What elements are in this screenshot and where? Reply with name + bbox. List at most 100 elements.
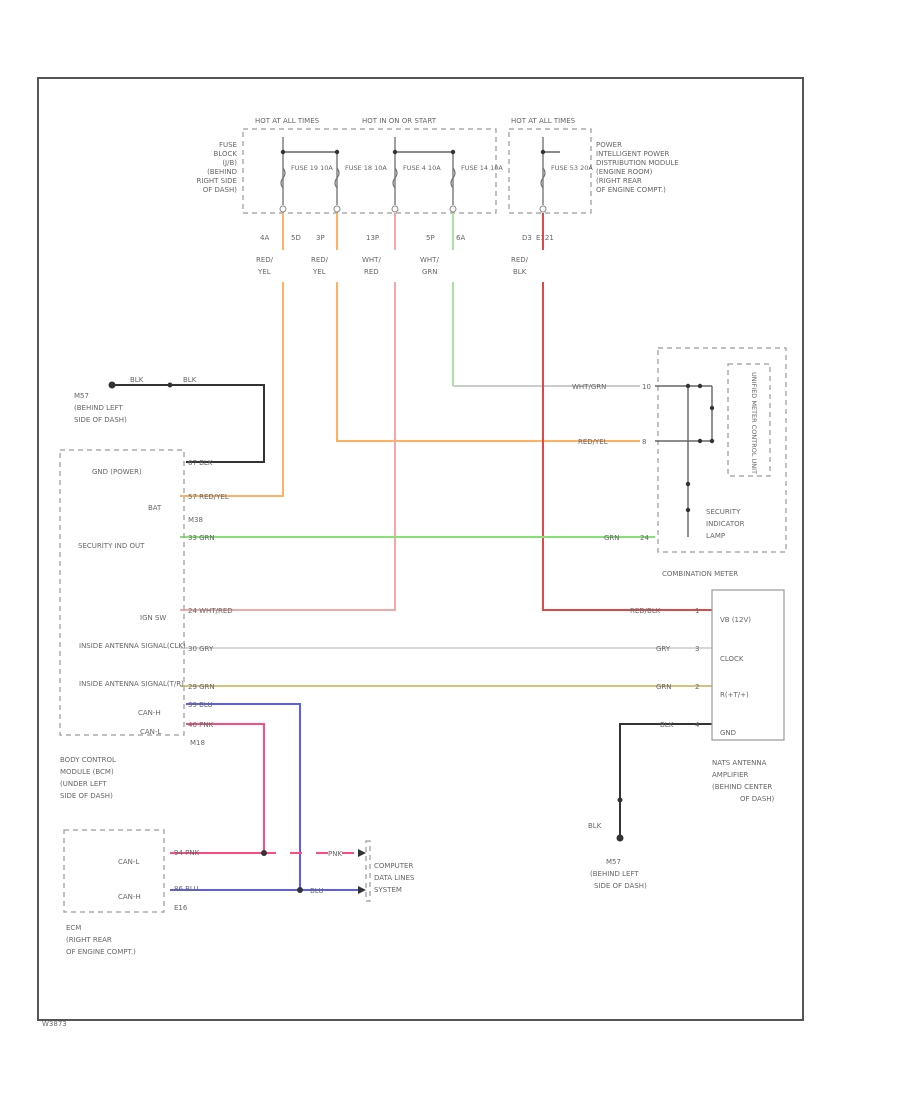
svg-text:1: 1: [695, 607, 699, 615]
ipdm-label: POWER INTELLIGENT POWER DISTRIBUTION MOD…: [596, 141, 679, 194]
meter-internal: [655, 383, 715, 537]
svg-text:GND (POWER): GND (POWER): [92, 468, 142, 476]
svg-text:INDICATOR: INDICATOR: [706, 520, 745, 528]
svg-text:(RIGHT REAR: (RIGHT REAR: [66, 936, 112, 944]
fuse-connector-refs: 4A 5D 3P 13P 5P 6A D3 E121: [260, 234, 554, 242]
svg-text:5P: 5P: [426, 234, 435, 242]
svg-text:R(+T/+): R(+T/+): [720, 691, 749, 699]
svg-text:DATA LINES: DATA LINES: [374, 874, 415, 882]
svg-text:(BEHIND: (BEHIND: [207, 168, 237, 176]
svg-text:VB (12V): VB (12V): [720, 616, 751, 624]
svg-text:FUSE 4 10A: FUSE 4 10A: [403, 164, 441, 172]
svg-text:GRN: GRN: [604, 534, 620, 542]
bcm-label: BODY CONTROL MODULE (BCM) (UNDER LEFT SI…: [60, 756, 116, 800]
svg-text:INTELLIGENT POWER: INTELLIGENT POWER: [596, 150, 670, 158]
ground-bottom-wire-label: BLK: [588, 822, 602, 830]
footer-code: W3873: [42, 1020, 67, 1028]
svg-text:RED/: RED/: [256, 256, 274, 264]
fuse-block-label: FUSE BLOCK (J/B) (BEHIND RIGHT SIDE OF D…: [197, 141, 238, 194]
svg-text:RED: RED: [364, 268, 379, 276]
svg-text:DISTRIBUTION MODULE: DISTRIBUTION MODULE: [596, 159, 679, 167]
security-indicator-lamp-label: SECURITY INDICATOR LAMP: [706, 508, 745, 540]
svg-text:SECURITY: SECURITY: [706, 508, 741, 516]
svg-text:24: 24: [640, 534, 649, 542]
svg-text:4A: 4A: [260, 234, 269, 242]
svg-text:67 BLK: 67 BLK: [188, 459, 213, 467]
ipdm-box: [508, 128, 592, 214]
amplifier-wire-labels: RED/BLK 1 GRY 3 GRN 2 BLK 4: [630, 607, 700, 729]
svg-text:M38: M38: [188, 516, 203, 524]
fuse-group-header-1a: HOT AT ALL TIMES: [255, 117, 320, 125]
ground-bottom-label: M57 (BEHIND LEFT SIDE OF DASH): [590, 858, 647, 890]
svg-text:YEL: YEL: [312, 268, 326, 276]
svg-text:MODULE (BCM): MODULE (BCM): [60, 768, 114, 776]
svg-text:E16: E16: [174, 904, 188, 912]
ground-top-label: M57 (BEHIND LEFT SIDE OF DASH): [74, 392, 127, 424]
data-lines-box: [365, 840, 371, 902]
svg-text:(BEHIND LEFT: (BEHIND LEFT: [590, 870, 639, 878]
svg-text:29 GRN: 29 GRN: [188, 683, 215, 691]
svg-text:8: 8: [642, 438, 646, 446]
splice-can-l: [261, 850, 267, 856]
svg-text:ECM: ECM: [66, 924, 81, 932]
svg-text:AMPLIFIER: AMPLIFIER: [712, 771, 749, 779]
svg-text:BAT: BAT: [148, 504, 162, 512]
svg-text:24 WHT/RED: 24 WHT/RED: [188, 607, 233, 615]
ecm-label: ECM (RIGHT REAR OF ENGINE COMPT.): [66, 924, 136, 956]
svg-text:6A: 6A: [456, 234, 465, 242]
svg-text:IGN SW: IGN SW: [140, 614, 166, 622]
combination-meter-label: COMBINATION METER: [662, 570, 738, 578]
unified-meter-control-unit: [727, 363, 771, 477]
svg-text:OF ENGINE COMPT.): OF ENGINE COMPT.): [596, 186, 666, 194]
wire-can-h: [170, 703, 301, 891]
svg-text:30 GRY: 30 GRY: [188, 645, 214, 653]
svg-text:NATS ANTENNA: NATS ANTENNA: [712, 759, 767, 767]
ground-top-splice: [167, 382, 173, 388]
svg-text:BLOCK: BLOCK: [214, 150, 238, 158]
meter-pin-labels: WHT/GRN 10 RED/YEL 8 GRN 24: [572, 383, 651, 542]
svg-text:FUSE 14 10A: FUSE 14 10A: [461, 164, 503, 172]
svg-text:OF DASH): OF DASH): [203, 186, 238, 194]
svg-text:D3: D3: [522, 234, 532, 242]
svg-text:(UNDER LEFT: (UNDER LEFT: [60, 780, 107, 788]
svg-text:PNK: PNK: [328, 850, 342, 858]
svg-text:BLK: BLK: [513, 268, 527, 276]
svg-text:(ENGINE ROOM): (ENGINE ROOM): [596, 168, 653, 176]
svg-text:OF ENGINE COMPT.): OF ENGINE COMPT.): [66, 948, 136, 956]
svg-text:RED/: RED/: [511, 256, 529, 264]
svg-text:BLU: BLU: [310, 887, 323, 895]
svg-text:(BEHIND CENTER: (BEHIND CENTER: [712, 783, 772, 791]
svg-text:POWER: POWER: [596, 141, 622, 149]
bcm-pins: GND (POWER) 67 BLK BAT 57 RED/YEL M38 SE…: [78, 459, 233, 747]
svg-text:M57: M57: [74, 392, 89, 400]
wire-red-yel-bat: [180, 213, 284, 497]
splice-can-h: [297, 887, 303, 893]
ecm-pins: CAN-L 94 PNK CAN-H 86 BLU E16: [118, 849, 200, 912]
svg-text:M18: M18: [190, 739, 205, 747]
svg-text:GRY: GRY: [656, 645, 671, 653]
svg-text:LAMP: LAMP: [706, 532, 725, 540]
svg-text:WHT/GRN: WHT/GRN: [572, 383, 606, 391]
ground-top-wire-label: BLK: [130, 376, 144, 384]
svg-text:SIDE OF DASH): SIDE OF DASH): [74, 416, 127, 424]
ground-top-wire-label-2: BLK: [183, 376, 197, 384]
svg-text:(RIGHT REAR: (RIGHT REAR: [596, 177, 642, 185]
fuse-18: FUSE 18 10A: [333, 149, 387, 213]
svg-text:5D: 5D: [291, 234, 301, 242]
svg-text:M57: M57: [606, 858, 621, 866]
svg-text:RED/: RED/: [311, 256, 329, 264]
svg-text:INSIDE ANTENNA SIGNAL(T/R): INSIDE ANTENNA SIGNAL(T/R): [79, 680, 184, 688]
svg-text:RED/BLK: RED/BLK: [630, 607, 661, 615]
svg-text:CAN-L: CAN-L: [140, 728, 161, 736]
svg-text:FUSE: FUSE: [219, 141, 237, 149]
diagram-frame: [37, 77, 804, 1021]
svg-text:WHT/: WHT/: [362, 256, 381, 264]
svg-text:SYSTEM: SYSTEM: [374, 886, 402, 894]
fuse-53: FUSE 53 20A: [539, 137, 593, 213]
svg-text:(BEHIND LEFT: (BEHIND LEFT: [74, 404, 123, 412]
fuse-4: FUSE 4 10A: [391, 137, 441, 213]
svg-text:SIDE OF DASH): SIDE OF DASH): [60, 792, 113, 800]
svg-text:SECURITY IND OUT: SECURITY IND OUT: [78, 542, 145, 550]
svg-text:3: 3: [695, 645, 699, 653]
